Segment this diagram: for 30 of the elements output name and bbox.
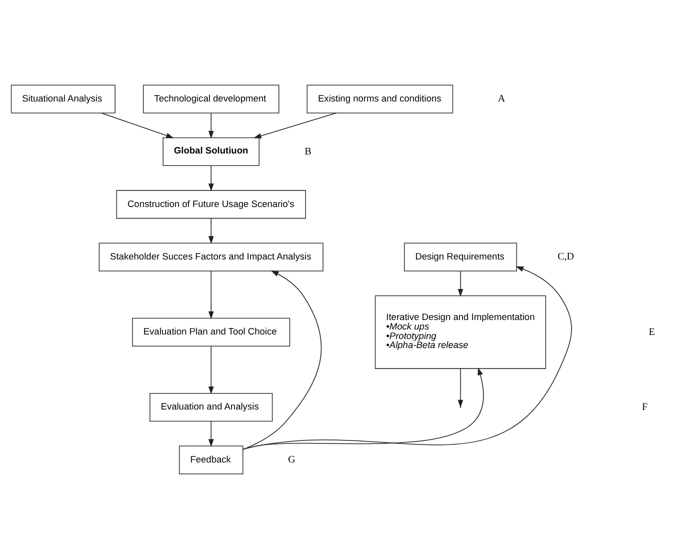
label: G <box>288 454 296 466</box>
arrow <box>254 112 337 138</box>
node-box: Design Requirements <box>404 242 518 271</box>
arrow <box>101 112 174 138</box>
arrow <box>208 218 214 244</box>
node-box: Global Solutiuon <box>162 136 260 166</box>
label: B <box>304 146 312 157</box>
arrow <box>208 346 214 394</box>
arrow <box>208 420 214 446</box>
node-box: Technological development <box>142 84 280 113</box>
node-box: Evaluation Plan and Tool Choice <box>132 317 290 346</box>
node-box: Iterative Design and Implementation •Mock ups •Prototyping •Alpha-Beta release <box>374 294 546 368</box>
node-box: Construction of Future Usage Scenario's <box>116 190 306 218</box>
node-box: Stakeholder Succes Factors and Impact Analysis <box>98 242 324 271</box>
label: C,D <box>558 251 574 262</box>
arrow <box>458 368 464 408</box>
node-box: Feedback <box>178 445 244 474</box>
arrow <box>208 165 214 191</box>
node-box: Evaluation and Analysis <box>150 392 273 422</box>
label: E <box>648 326 655 338</box>
label: F <box>642 401 648 412</box>
arrow <box>208 270 214 319</box>
arrow <box>208 112 214 138</box>
arrow <box>242 366 484 450</box>
node-box: Existing norms and conditions <box>306 84 454 113</box>
arrow <box>242 266 572 450</box>
arrow <box>458 270 464 296</box>
node-box: Situational Analysis <box>10 84 116 113</box>
arrow <box>242 270 322 450</box>
label: A <box>498 93 506 104</box>
